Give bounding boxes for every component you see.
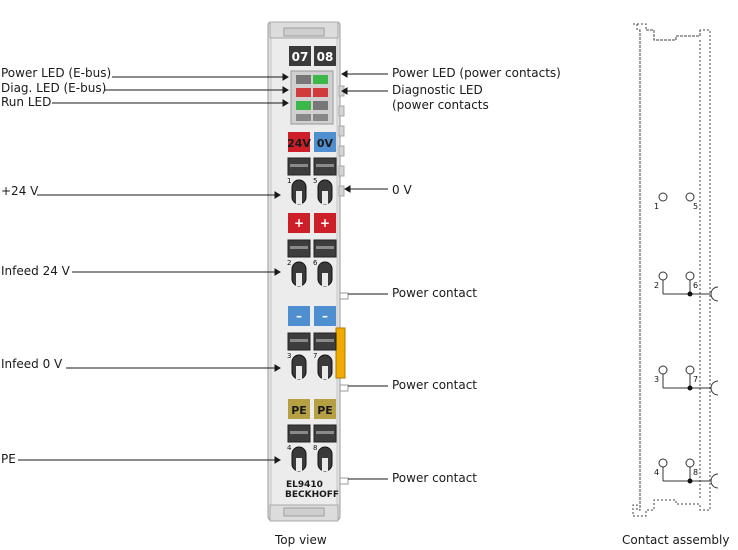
svg-text:4: 4 (654, 468, 659, 477)
badge-plus-left (288, 213, 310, 233)
svg-text:1: 1 (287, 177, 291, 185)
svg-text:0V: 0V (317, 137, 334, 150)
label-power-contact-1: Power contact (392, 286, 478, 300)
terminal-number-left: 07 (292, 50, 309, 64)
badge-pe-right (314, 399, 336, 419)
terminal-point-n8: 8 (313, 424, 337, 472)
badge-minus-left (288, 306, 310, 326)
terminal-point-n5: 5 (313, 157, 337, 205)
leader-lines (18, 70, 388, 480)
terminal-point-n6: 6 (313, 239, 337, 287)
svg-text:7: 7 (313, 352, 317, 360)
badge-plus-right (314, 213, 336, 233)
terminal-number-right: 08 (317, 50, 334, 64)
orange-side-tab (335, 327, 346, 379)
power-led-ebus (296, 75, 311, 84)
terminal-point-n4: 4 (287, 424, 311, 472)
label-power-led-power-contacts: Power LED (power contacts) (392, 66, 561, 80)
label-plus-24v: +24 V (1, 184, 39, 198)
label-infeed-24v: Infeed 24 V (1, 264, 70, 278)
terminal-point-n3: 3 (287, 332, 311, 380)
svg-text:–: – (296, 309, 302, 323)
svg-text:8: 8 (313, 444, 317, 452)
run-led (296, 101, 311, 110)
svg-text:6: 6 (313, 259, 318, 267)
badge-0v (314, 132, 336, 152)
label-power-led-ebus: Power LED (E-bus) (1, 66, 112, 80)
led-block (290, 70, 334, 125)
svg-text:+: + (294, 216, 304, 230)
label-diagnostic-led-line1: Diagnostic LED (392, 83, 483, 97)
svg-text:5: 5 (693, 202, 698, 211)
terminal-point-n2: 2 (287, 239, 311, 287)
svg-text:1: 1 (654, 202, 659, 211)
diag-led-ebus (296, 88, 311, 97)
label-power-contact-2: Power contact (392, 378, 478, 392)
svg-text:8: 8 (693, 468, 698, 477)
svg-text:4: 4 (287, 444, 292, 452)
terminal-point-n1: 1 (287, 157, 311, 205)
svg-text:+: + (320, 216, 330, 230)
caption-contact-assembly: Contact assembly (622, 533, 730, 547)
badge-minus-right (314, 306, 336, 326)
svg-text:3: 3 (287, 352, 291, 360)
label-power-contact-3: Power contact (392, 471, 478, 485)
label-pe: PE (1, 452, 16, 466)
svg-text:3: 3 (654, 375, 659, 384)
svg-text:6: 6 (693, 281, 698, 290)
svg-text:–: – (322, 309, 328, 323)
svg-text:7: 7 (693, 375, 698, 384)
svg-text:24V: 24V (287, 137, 311, 150)
terminal-point-n7: 7 (313, 332, 337, 380)
contact-assembly (632, 23, 711, 517)
svg-text:PE: PE (291, 404, 307, 417)
badge-pe-left (288, 399, 310, 419)
caption-top-view: Top view (275, 533, 327, 547)
svg-text:PE: PE (317, 404, 333, 417)
svg-text:2: 2 (654, 281, 659, 290)
model-label: EL9410 (286, 480, 323, 490)
label-diagnostic-led-line2: (power contacts (392, 98, 489, 112)
svg-text:5: 5 (313, 177, 317, 185)
badge-24v (288, 132, 310, 152)
brand-label: BECKHOFF (285, 490, 339, 500)
label-infeed-0v: Infeed 0 V (1, 357, 63, 371)
spring-terminals: 1 5 2 6 3 7 4 8 (287, 157, 337, 472)
label-run-led: Run LED (1, 95, 52, 109)
label-diag-led-ebus: Diag. LED (E-bus) (1, 81, 107, 95)
label-zero-v: 0 V (392, 183, 412, 197)
svg-text:2: 2 (287, 259, 291, 267)
